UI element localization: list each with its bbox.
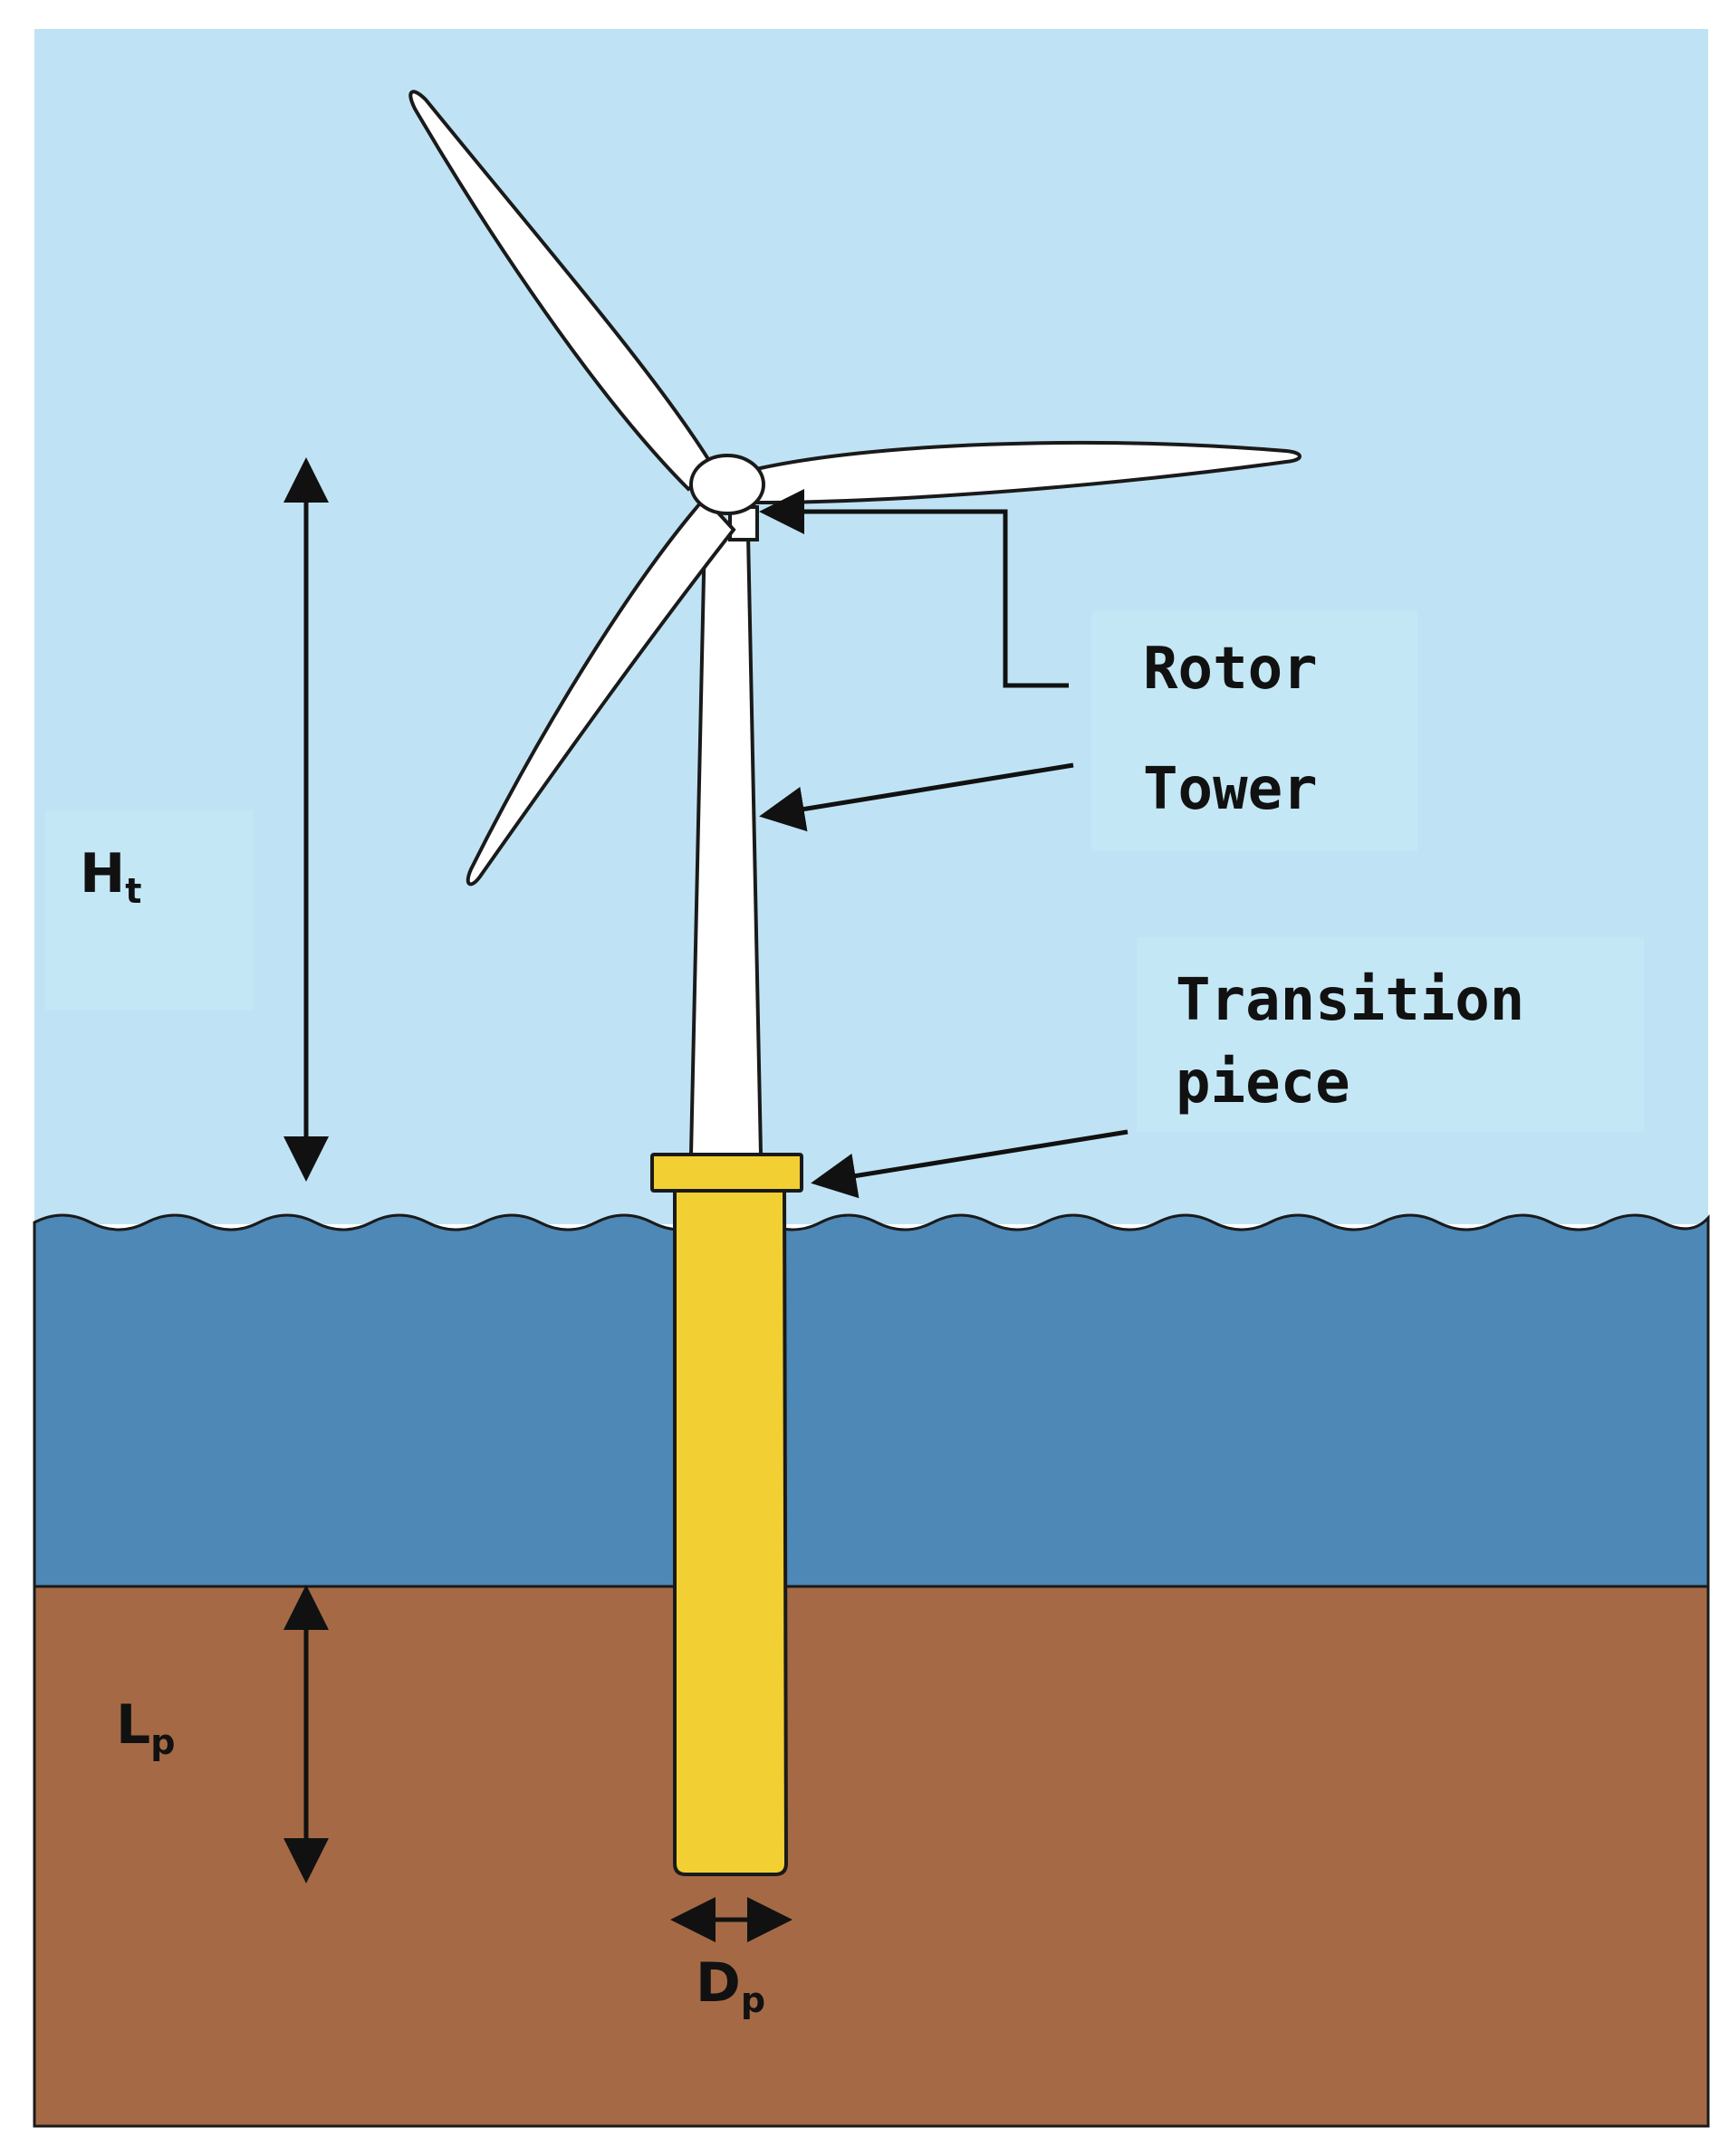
tower-label: Tower — [1143, 756, 1318, 823]
monopile — [673, 1186, 789, 1876]
blade-lower — [466, 494, 736, 886]
pile-diameter-subscript: p — [741, 1980, 765, 2020]
transition-piece — [650, 1153, 803, 1193]
pile-length-label: Lp — [116, 1693, 175, 1762]
transition-label-panel — [1137, 937, 1644, 1132]
pile-length-symbol: L — [116, 1693, 150, 1757]
transition-label-line1: Transition — [1176, 967, 1524, 1034]
rotor-tower-label-panel — [1091, 611, 1417, 851]
rotor-label: Rotor — [1143, 636, 1318, 703]
sea — [33, 1213, 1710, 1591]
blade-upper — [408, 90, 718, 492]
height-label-panel — [45, 810, 254, 1010]
tower-arrow-icon — [759, 762, 1074, 832]
seabed — [33, 1585, 1710, 2128]
tower-height-symbol: H — [80, 842, 125, 906]
transition-arrow-icon — [811, 1129, 1129, 1199]
tower — [688, 532, 764, 1156]
blade-right — [754, 440, 1302, 505]
pile-diameter-label: Dp — [696, 1951, 765, 2020]
transition-label-line2: piece — [1176, 1049, 1350, 1116]
rotor-arrow-icon — [759, 489, 1069, 688]
pile-diameter-symbol: D — [696, 1951, 741, 2015]
rotor-hub — [689, 454, 765, 515]
tower-height-label: Ht — [80, 842, 141, 911]
pile-length-subscript: p — [150, 1722, 175, 1762]
tower-height-subscript: t — [125, 871, 141, 911]
